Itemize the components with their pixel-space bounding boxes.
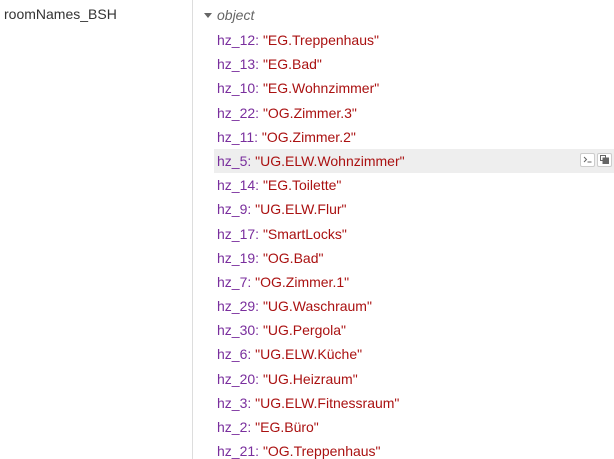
property-value: "EG.Toilette" <box>262 177 342 194</box>
property-separator: : <box>254 128 262 145</box>
property-row[interactable]: hz_7: "OG.Zimmer.1" <box>214 270 614 294</box>
property-separator: : <box>255 32 263 48</box>
property-row[interactable]: hz_10: "EG.Wohnzimmer" <box>214 76 614 100</box>
property-key: hz_9 <box>217 201 248 218</box>
property-separator: : <box>247 273 256 290</box>
property-separator: : <box>255 322 263 339</box>
property-key: hz_30 <box>217 322 256 339</box>
terminal-prompt-icon <box>583 157 592 163</box>
property-row[interactable]: hz_2: "EG.Büro" <box>214 415 614 439</box>
property-row[interactable]: hz_22: "OG.Zimmer.3" <box>214 101 614 125</box>
property-value: "EG.Wohnzimmer" <box>262 80 380 97</box>
property-separator: : <box>255 80 263 97</box>
property-value: "EG.Bad" <box>262 56 322 73</box>
property-value: "UG.Waschraum" <box>262 298 372 315</box>
property-list: hz_12: "EG.Treppenhaus"hz_13: "EG.Bad"hz… <box>214 28 614 459</box>
property-value: "UG.Heizraum" <box>262 370 358 387</box>
variable-name-column: roomNames_BSH <box>0 0 193 459</box>
property-row[interactable]: hz_17: "SmartLocks" <box>214 222 614 246</box>
variable-value-column: object hz_12: "EG.Treppenhaus"hz_13: "EG… <box>194 0 614 459</box>
property-row[interactable]: hz_3: "UG.ELW.Fitnessraum" <box>214 391 614 415</box>
property-separator: : <box>255 104 263 121</box>
property-separator: : <box>247 152 256 169</box>
property-value: "UG.ELW.Wohnzimmer" <box>255 152 405 169</box>
property-row[interactable]: hz_14: "EG.Toilette" <box>214 173 614 197</box>
property-separator: : <box>247 201 256 218</box>
property-key: hz_17 <box>217 225 256 242</box>
property-key: hz_21 <box>217 443 256 459</box>
property-separator: : <box>255 177 263 194</box>
property-row[interactable]: hz_19: "OG.Bad" <box>214 246 614 270</box>
property-value: "OG.Treppenhaus" <box>262 443 381 459</box>
property-key: hz_19 <box>217 249 256 266</box>
property-value: "UG.ELW.Flur" <box>255 201 347 218</box>
property-key: hz_2 <box>217 419 248 435</box>
property-separator: : <box>255 225 263 242</box>
variable-name: roomNames_BSH <box>4 6 117 22</box>
property-value: "OG.Bad" <box>262 249 324 266</box>
property-row[interactable]: hz_6: "UG.ELW.Küche" <box>214 342 614 366</box>
copy-icon <box>600 155 609 165</box>
copy-path-button[interactable] <box>580 152 595 167</box>
property-key: hz_29 <box>217 298 256 315</box>
property-value: "UG.ELW.Fitnessraum" <box>255 394 400 411</box>
property-row[interactable]: hz_13: "EG.Bad" <box>214 52 614 76</box>
property-row[interactable]: hz_21: "OG.Treppenhaus" <box>214 439 614 459</box>
property-key: hz_13 <box>217 56 256 73</box>
property-row[interactable]: hz_12: "EG.Treppenhaus" <box>214 28 614 52</box>
property-key: hz_3 <box>217 394 248 411</box>
row-tools <box>580 152 612 167</box>
caret-down-icon[interactable] <box>204 13 212 18</box>
property-separator: : <box>255 370 263 387</box>
property-value: "UG.Pergola" <box>262 322 347 339</box>
property-value: "EG.Büro" <box>255 419 319 435</box>
property-value: "UG.ELW.Küche" <box>255 346 363 363</box>
property-separator: : <box>247 394 256 411</box>
object-toggle[interactable]: object <box>204 6 254 24</box>
property-key: hz_22 <box>217 104 256 121</box>
property-separator: : <box>255 298 263 315</box>
property-key: hz_14 <box>217 177 256 194</box>
property-row[interactable]: hz_30: "UG.Pergola" <box>214 318 614 342</box>
copy-value-button[interactable] <box>597 152 612 167</box>
property-separator: : <box>247 346 256 363</box>
object-type-label: object <box>217 7 255 23</box>
property-key: hz_7 <box>217 273 248 290</box>
property-value: "EG.Treppenhaus" <box>262 32 379 48</box>
property-row[interactable]: hz_9: "UG.ELW.Flur" <box>214 197 614 221</box>
property-value: "OG.Zimmer.3" <box>262 104 357 121</box>
property-separator: : <box>247 419 256 435</box>
property-value: "OG.Zimmer.1" <box>255 273 350 290</box>
property-key: hz_20 <box>217 370 256 387</box>
property-row[interactable]: hz_5: "UG.ELW.Wohnzimmer" <box>214 148 614 174</box>
property-row[interactable]: hz_29: "UG.Waschraum" <box>214 294 614 318</box>
property-row[interactable]: hz_20: "UG.Heizraum" <box>214 367 614 391</box>
property-key: hz_5 <box>217 152 248 169</box>
property-separator: : <box>255 56 263 73</box>
property-separator: : <box>255 443 263 459</box>
property-key: hz_10 <box>217 80 256 97</box>
property-value: "OG.Zimmer.2" <box>261 128 356 145</box>
property-key: hz_11 <box>217 128 255 145</box>
property-value: "SmartLocks" <box>262 225 347 242</box>
property-key: hz_6 <box>217 346 248 363</box>
property-row[interactable]: hz_11: "OG.Zimmer.2" <box>214 125 614 149</box>
property-separator: : <box>255 249 263 266</box>
property-key: hz_12 <box>217 32 256 48</box>
